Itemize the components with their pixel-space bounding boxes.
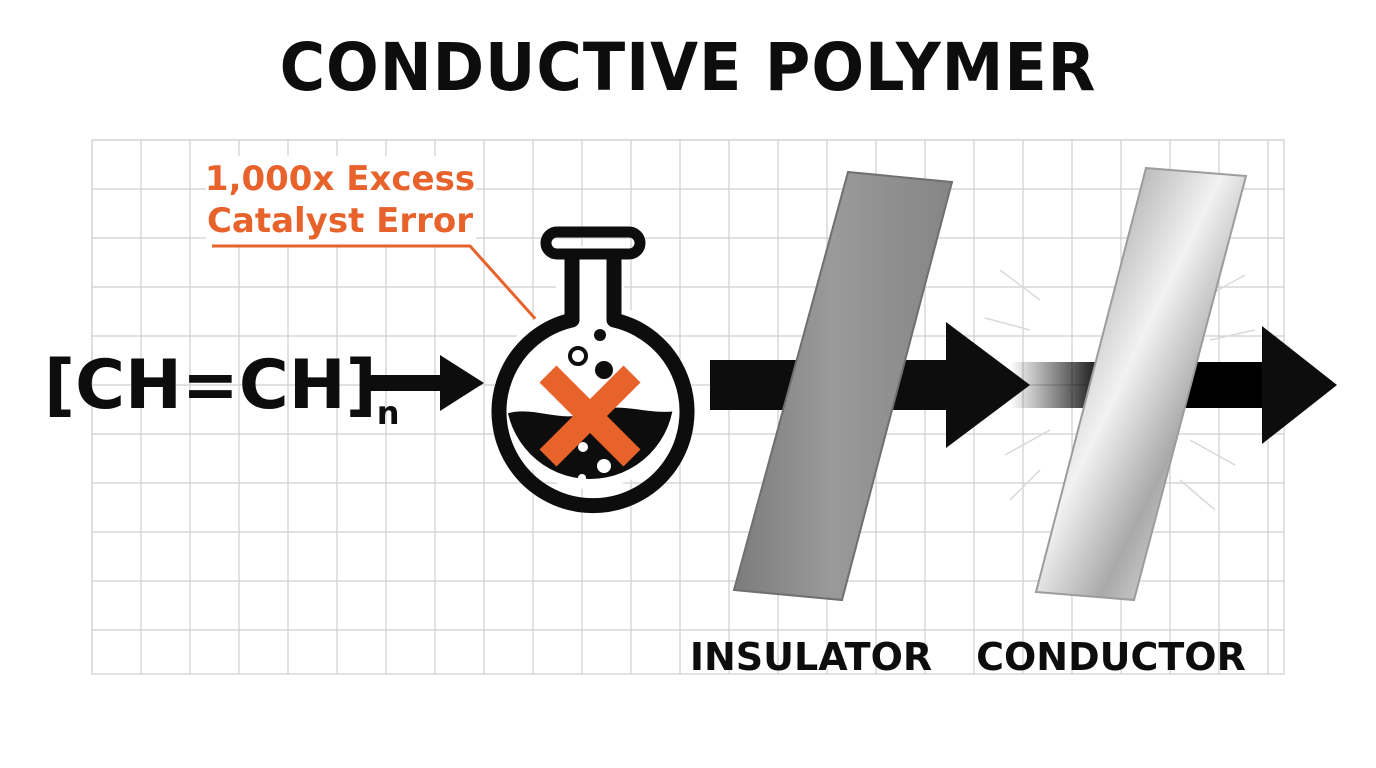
callout-leader-line	[212, 244, 550, 335]
conductor-slab	[1034, 166, 1248, 602]
flask-icon	[491, 226, 695, 514]
page-title: CONDUCTIVE POLYMER	[279, 29, 1097, 106]
insulator-slab	[732, 170, 954, 602]
input-arrow	[362, 355, 484, 411]
formula-text: [CH=CH]	[44, 346, 377, 425]
formula-subscript: n	[377, 394, 400, 432]
conductor-label: CONDUCTOR	[976, 635, 1246, 679]
callout-background	[206, 156, 476, 246]
callout-line-2: Catalyst Error	[207, 201, 473, 241]
insulator-label: INSULATOR	[690, 635, 932, 679]
x-mark-icon	[539, 365, 641, 467]
monomer-formula: [CH=CH]n	[44, 346, 400, 432]
callout-line-1: 1,000x Excess	[205, 159, 475, 199]
